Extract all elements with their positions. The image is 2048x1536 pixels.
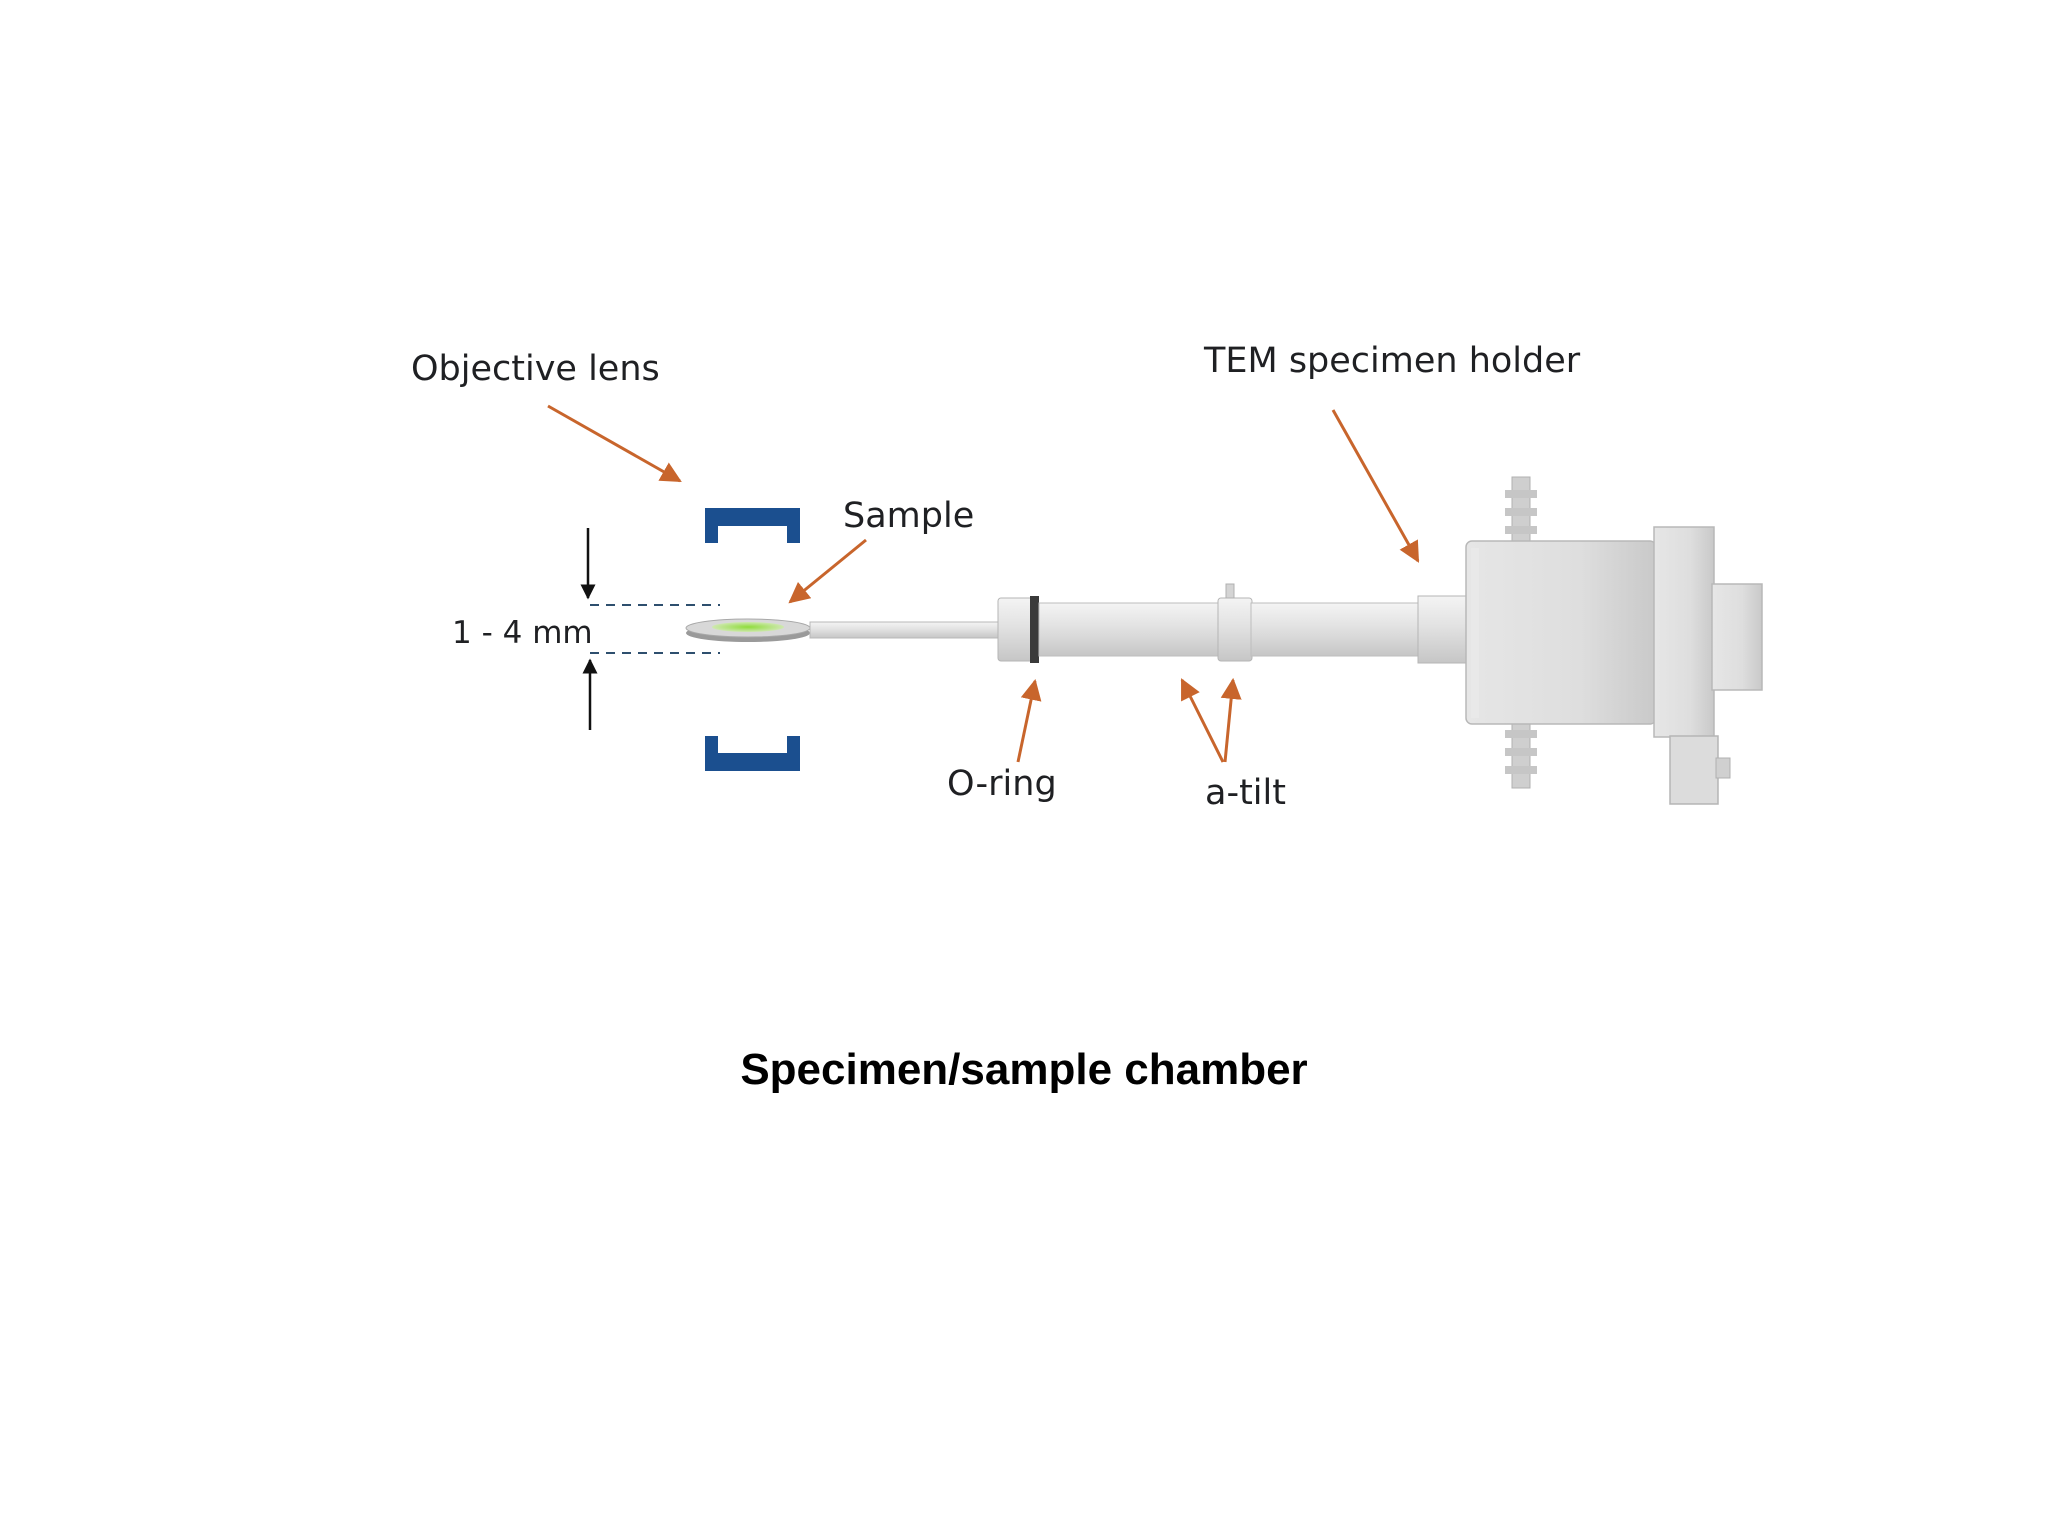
o-ring-band [1030,596,1039,663]
sample-label: Sample [843,496,974,536]
objective-lens-label: Objective lens [411,349,660,389]
lower-pole-piece [705,736,800,771]
sample-disc [685,618,811,642]
slide-caption: Specimen/sample chamber [740,1045,1308,1094]
objective-lens [705,508,800,771]
objective-lens-pointer [547,404,682,483]
holder-body [1465,476,1763,805]
upper-pole-piece [705,508,800,543]
gap-label: 1 - 4 mm [452,615,593,651]
tem-holder-pointer [1331,409,1420,563]
a-tilt-label: a-tilt [1205,773,1286,813]
a-tilt-pointer-left [1180,678,1225,763]
gap-dimension [580,528,720,730]
o-ring-label: O-ring [947,764,1057,804]
sample-pointer [788,538,867,604]
a-tilt-pointer-right [1220,677,1242,763]
pointer-arrows [547,404,1420,763]
holder-shaft [809,583,1467,664]
o-ring-pointer [1016,678,1042,763]
tem-holder-label: TEM specimen holder [1203,341,1581,381]
